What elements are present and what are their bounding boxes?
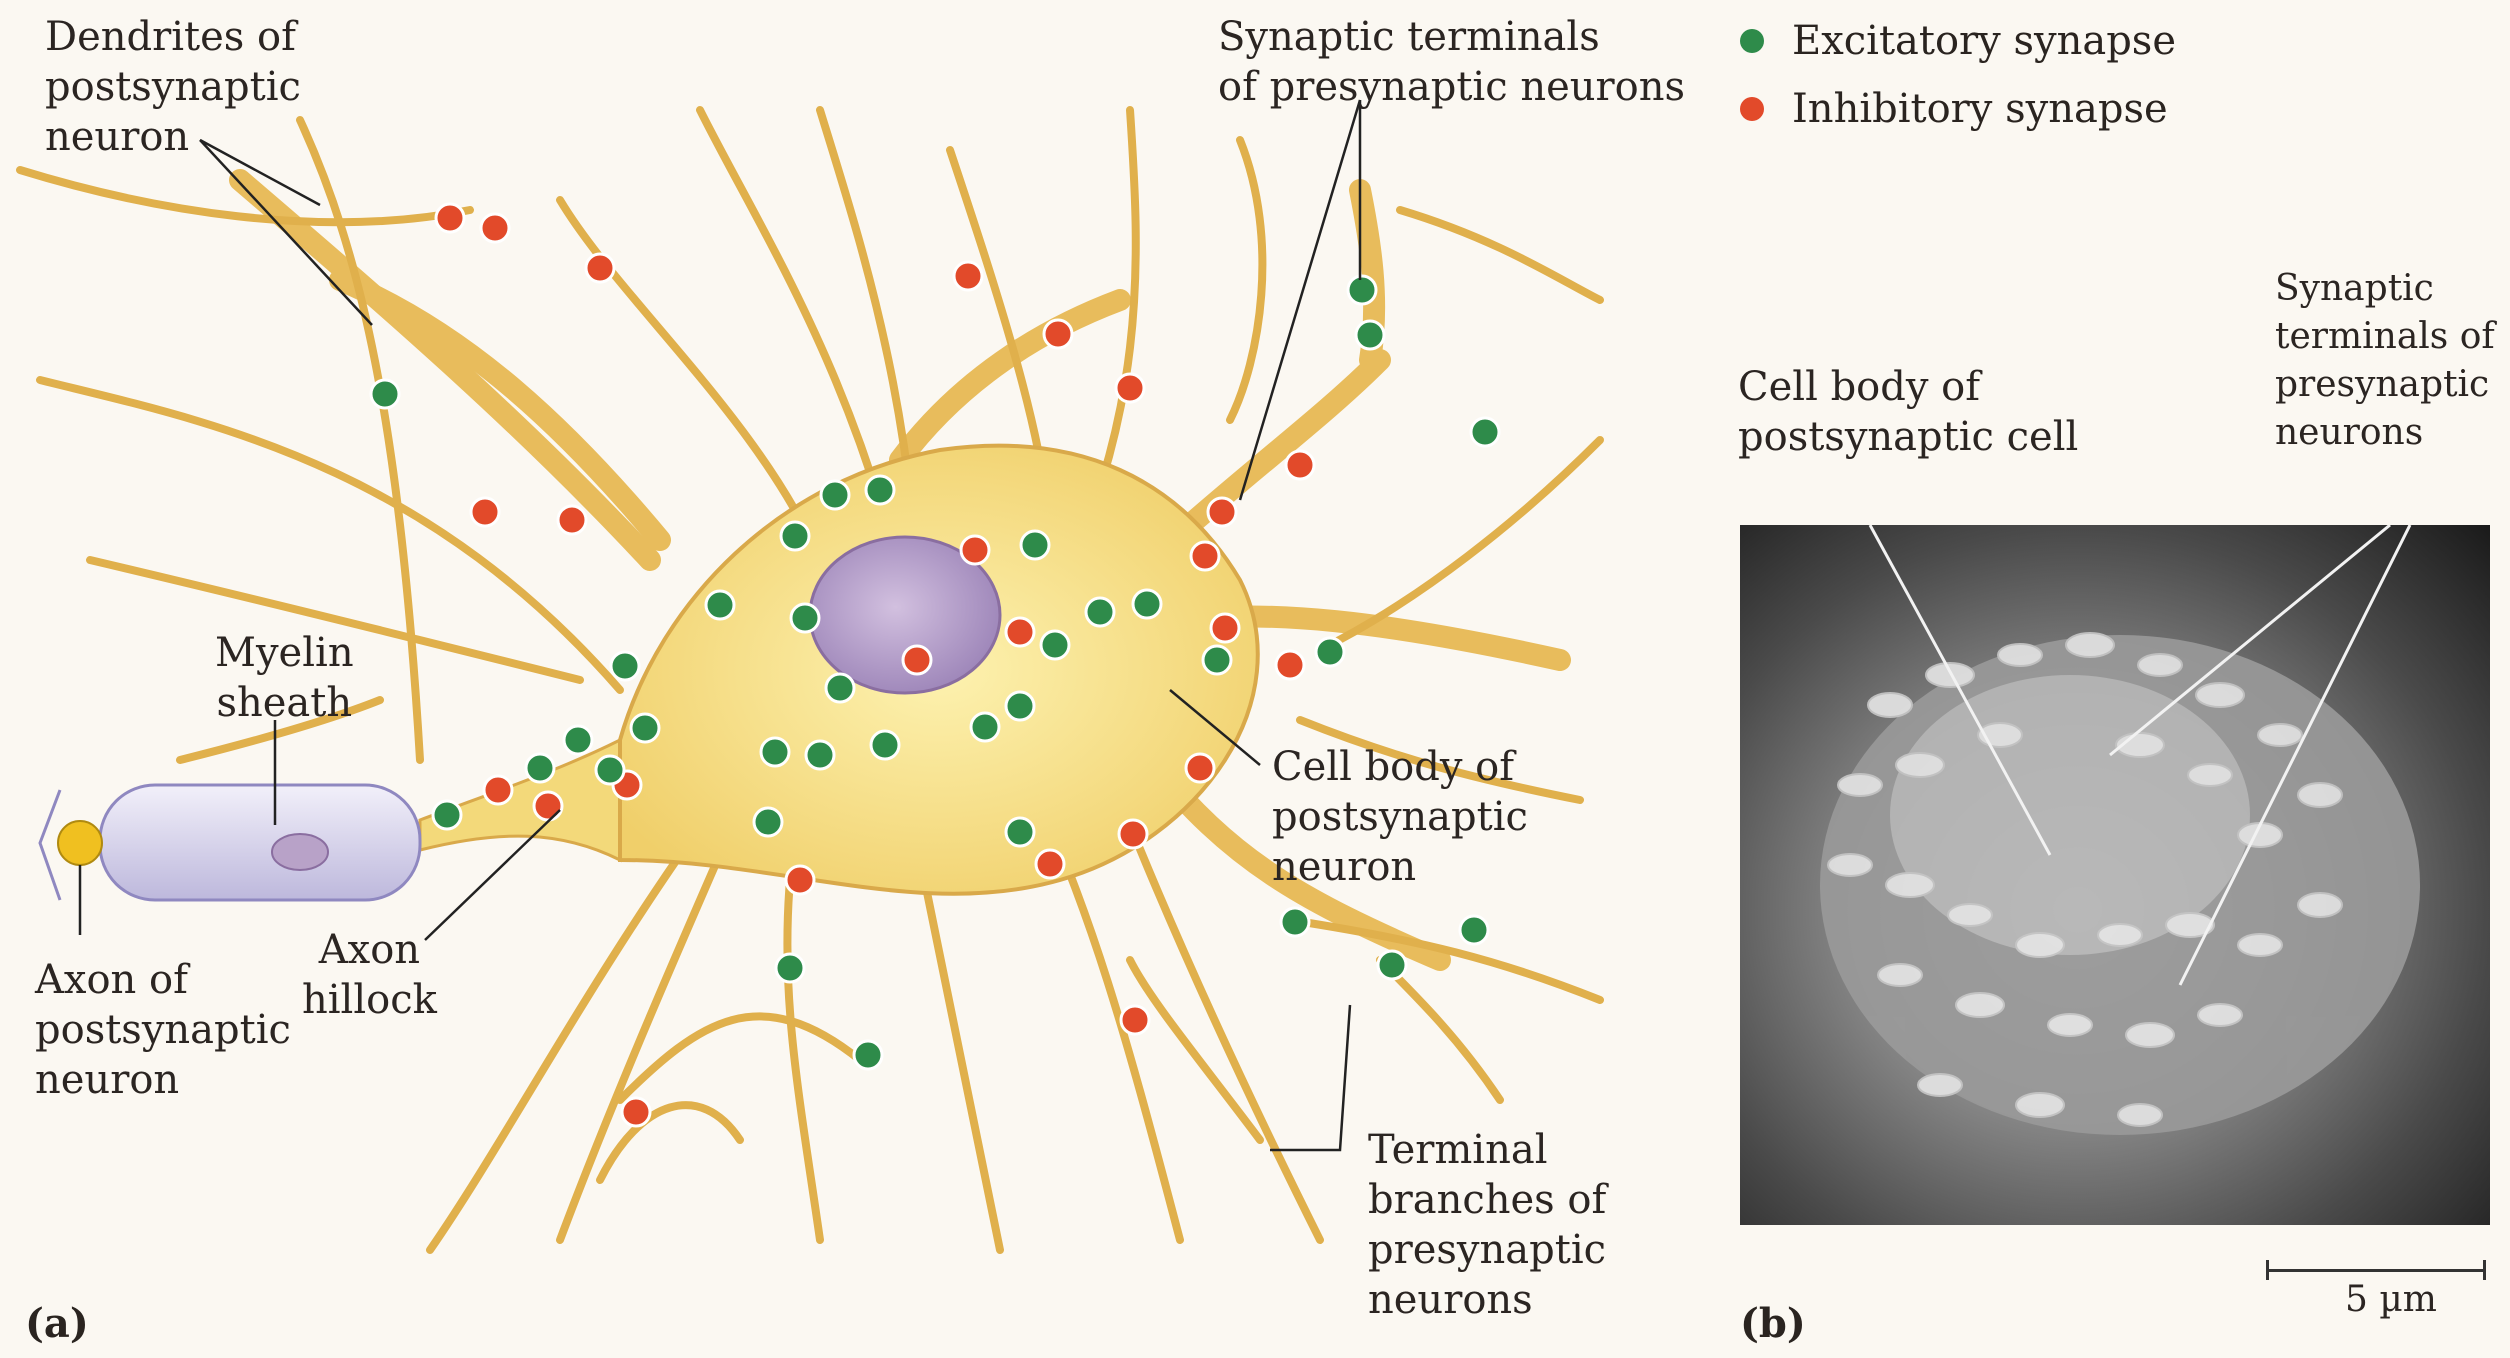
- inhibitory-synapse: [954, 262, 982, 290]
- label-synaptic-terminals-b: Synaptic terminals of presynaptic neuron…: [2275, 265, 2495, 457]
- inhibitory-synapse: [1044, 320, 1072, 348]
- excitatory-synapse: [854, 1041, 882, 1069]
- label-synaptic-terminals-a: Synaptic terminals of presynaptic neuron…: [1218, 12, 1685, 112]
- excitatory-synapse: [1086, 598, 1114, 626]
- inhibitory-synapse: [1286, 451, 1314, 479]
- excitatory-synapse: [1203, 646, 1231, 674]
- excitatory-synapse: [526, 754, 554, 782]
- excitatory-synapse: [1006, 818, 1034, 846]
- label-axon: Axon of postsynaptic neuron: [35, 955, 291, 1105]
- excitatory-synapse: [564, 726, 592, 754]
- excitatory-synapse: [866, 476, 894, 504]
- excitatory-synapse: [781, 522, 809, 550]
- excitatory-synapse: [1378, 951, 1406, 979]
- inhibitory-synapse: [558, 506, 586, 534]
- inhibitory-synapse: [1119, 820, 1147, 848]
- inhibitory-synapse: [1116, 374, 1144, 402]
- label-cell-body-b: Cell body of postsynaptic cell: [1738, 362, 2078, 462]
- excitatory-synapse: [821, 481, 849, 509]
- label-cell-body-a: Cell body of postsynaptic neuron: [1272, 742, 1528, 892]
- panel-letter-b: (b): [1740, 1300, 1806, 1347]
- panel-letter-a: (a): [25, 1300, 89, 1347]
- legend-excitatory-label: Excitatory synapse: [1792, 18, 2176, 64]
- excitatory-synapse: [761, 738, 789, 766]
- inhibitory-synapse: [1121, 1006, 1149, 1034]
- label-terminal-branches: Terminal branches of presynaptic neurons: [1368, 1125, 1606, 1325]
- excitatory-synapse: [806, 741, 834, 769]
- inhibitory-synapse: [1006, 618, 1034, 646]
- excitatory-synapse: [596, 756, 624, 784]
- inhibitory-synapse: [961, 536, 989, 564]
- excitatory-synapse: [1133, 590, 1161, 618]
- legend-inhibitory: Inhibitory synapse: [1740, 86, 2168, 132]
- excitatory-synapse: [706, 591, 734, 619]
- inhibitory-synapse: [534, 792, 562, 820]
- excitatory-synapse: [826, 674, 854, 702]
- inhibitory-synapse: [786, 866, 814, 894]
- inhibitory-synapse: [1186, 754, 1214, 782]
- excitatory-synapse: [631, 714, 659, 742]
- inhibitory-synapse: [903, 646, 931, 674]
- label-myelin-sheath: Myelin sheath: [215, 628, 354, 728]
- excitatory-synapse: [1471, 418, 1499, 446]
- excitatory-synapse: [433, 801, 461, 829]
- label-axon-hillock: Axon hillock: [302, 925, 437, 1025]
- excitatory-synapse: [1021, 531, 1049, 559]
- inhibitory-synapse: [471, 498, 499, 526]
- excitatory-synapse: [1006, 692, 1034, 720]
- inhibitory-synapse: [622, 1098, 650, 1126]
- excitatory-synapse: [611, 652, 639, 680]
- legend-inhibitory-label: Inhibitory synapse: [1792, 86, 2168, 132]
- legend-excitatory: Excitatory synapse: [1740, 18, 2176, 64]
- label-dendrites: Dendrites of postsynaptic neuron: [45, 12, 301, 162]
- excitatory-synapse: [791, 604, 819, 632]
- excitatory-synapse: [776, 954, 804, 982]
- inhibitory-synapse: [1036, 850, 1064, 878]
- excitatory-synapse: [754, 808, 782, 836]
- inhibitory-dot-icon: [1740, 97, 1764, 121]
- inhibitory-synapse: [1211, 614, 1239, 642]
- sem-micrograph: [1740, 525, 2490, 1225]
- excitatory-dot-icon: [1740, 29, 1764, 53]
- excitatory-synapse: [971, 713, 999, 741]
- inhibitory-synapse: [1191, 542, 1219, 570]
- myelin-sheath: [100, 785, 420, 900]
- excitatory-synapse: [371, 380, 399, 408]
- excitatory-synapse: [1348, 276, 1376, 304]
- excitatory-synapse: [1316, 638, 1344, 666]
- inhibitory-synapse: [1208, 498, 1236, 526]
- inhibitory-synapse: [586, 254, 614, 282]
- inhibitory-synapse: [484, 776, 512, 804]
- excitatory-synapse: [1356, 321, 1384, 349]
- inhibitory-synapse: [481, 214, 509, 242]
- excitatory-synapse: [1281, 908, 1309, 936]
- scale-label: 5 µm: [2345, 1275, 2437, 1325]
- inhibitory-synapse: [1276, 651, 1304, 679]
- excitatory-synapse: [871, 731, 899, 759]
- inhibitory-synapse: [436, 204, 464, 232]
- excitatory-synapse: [1460, 916, 1488, 944]
- excitatory-synapse: [1041, 631, 1069, 659]
